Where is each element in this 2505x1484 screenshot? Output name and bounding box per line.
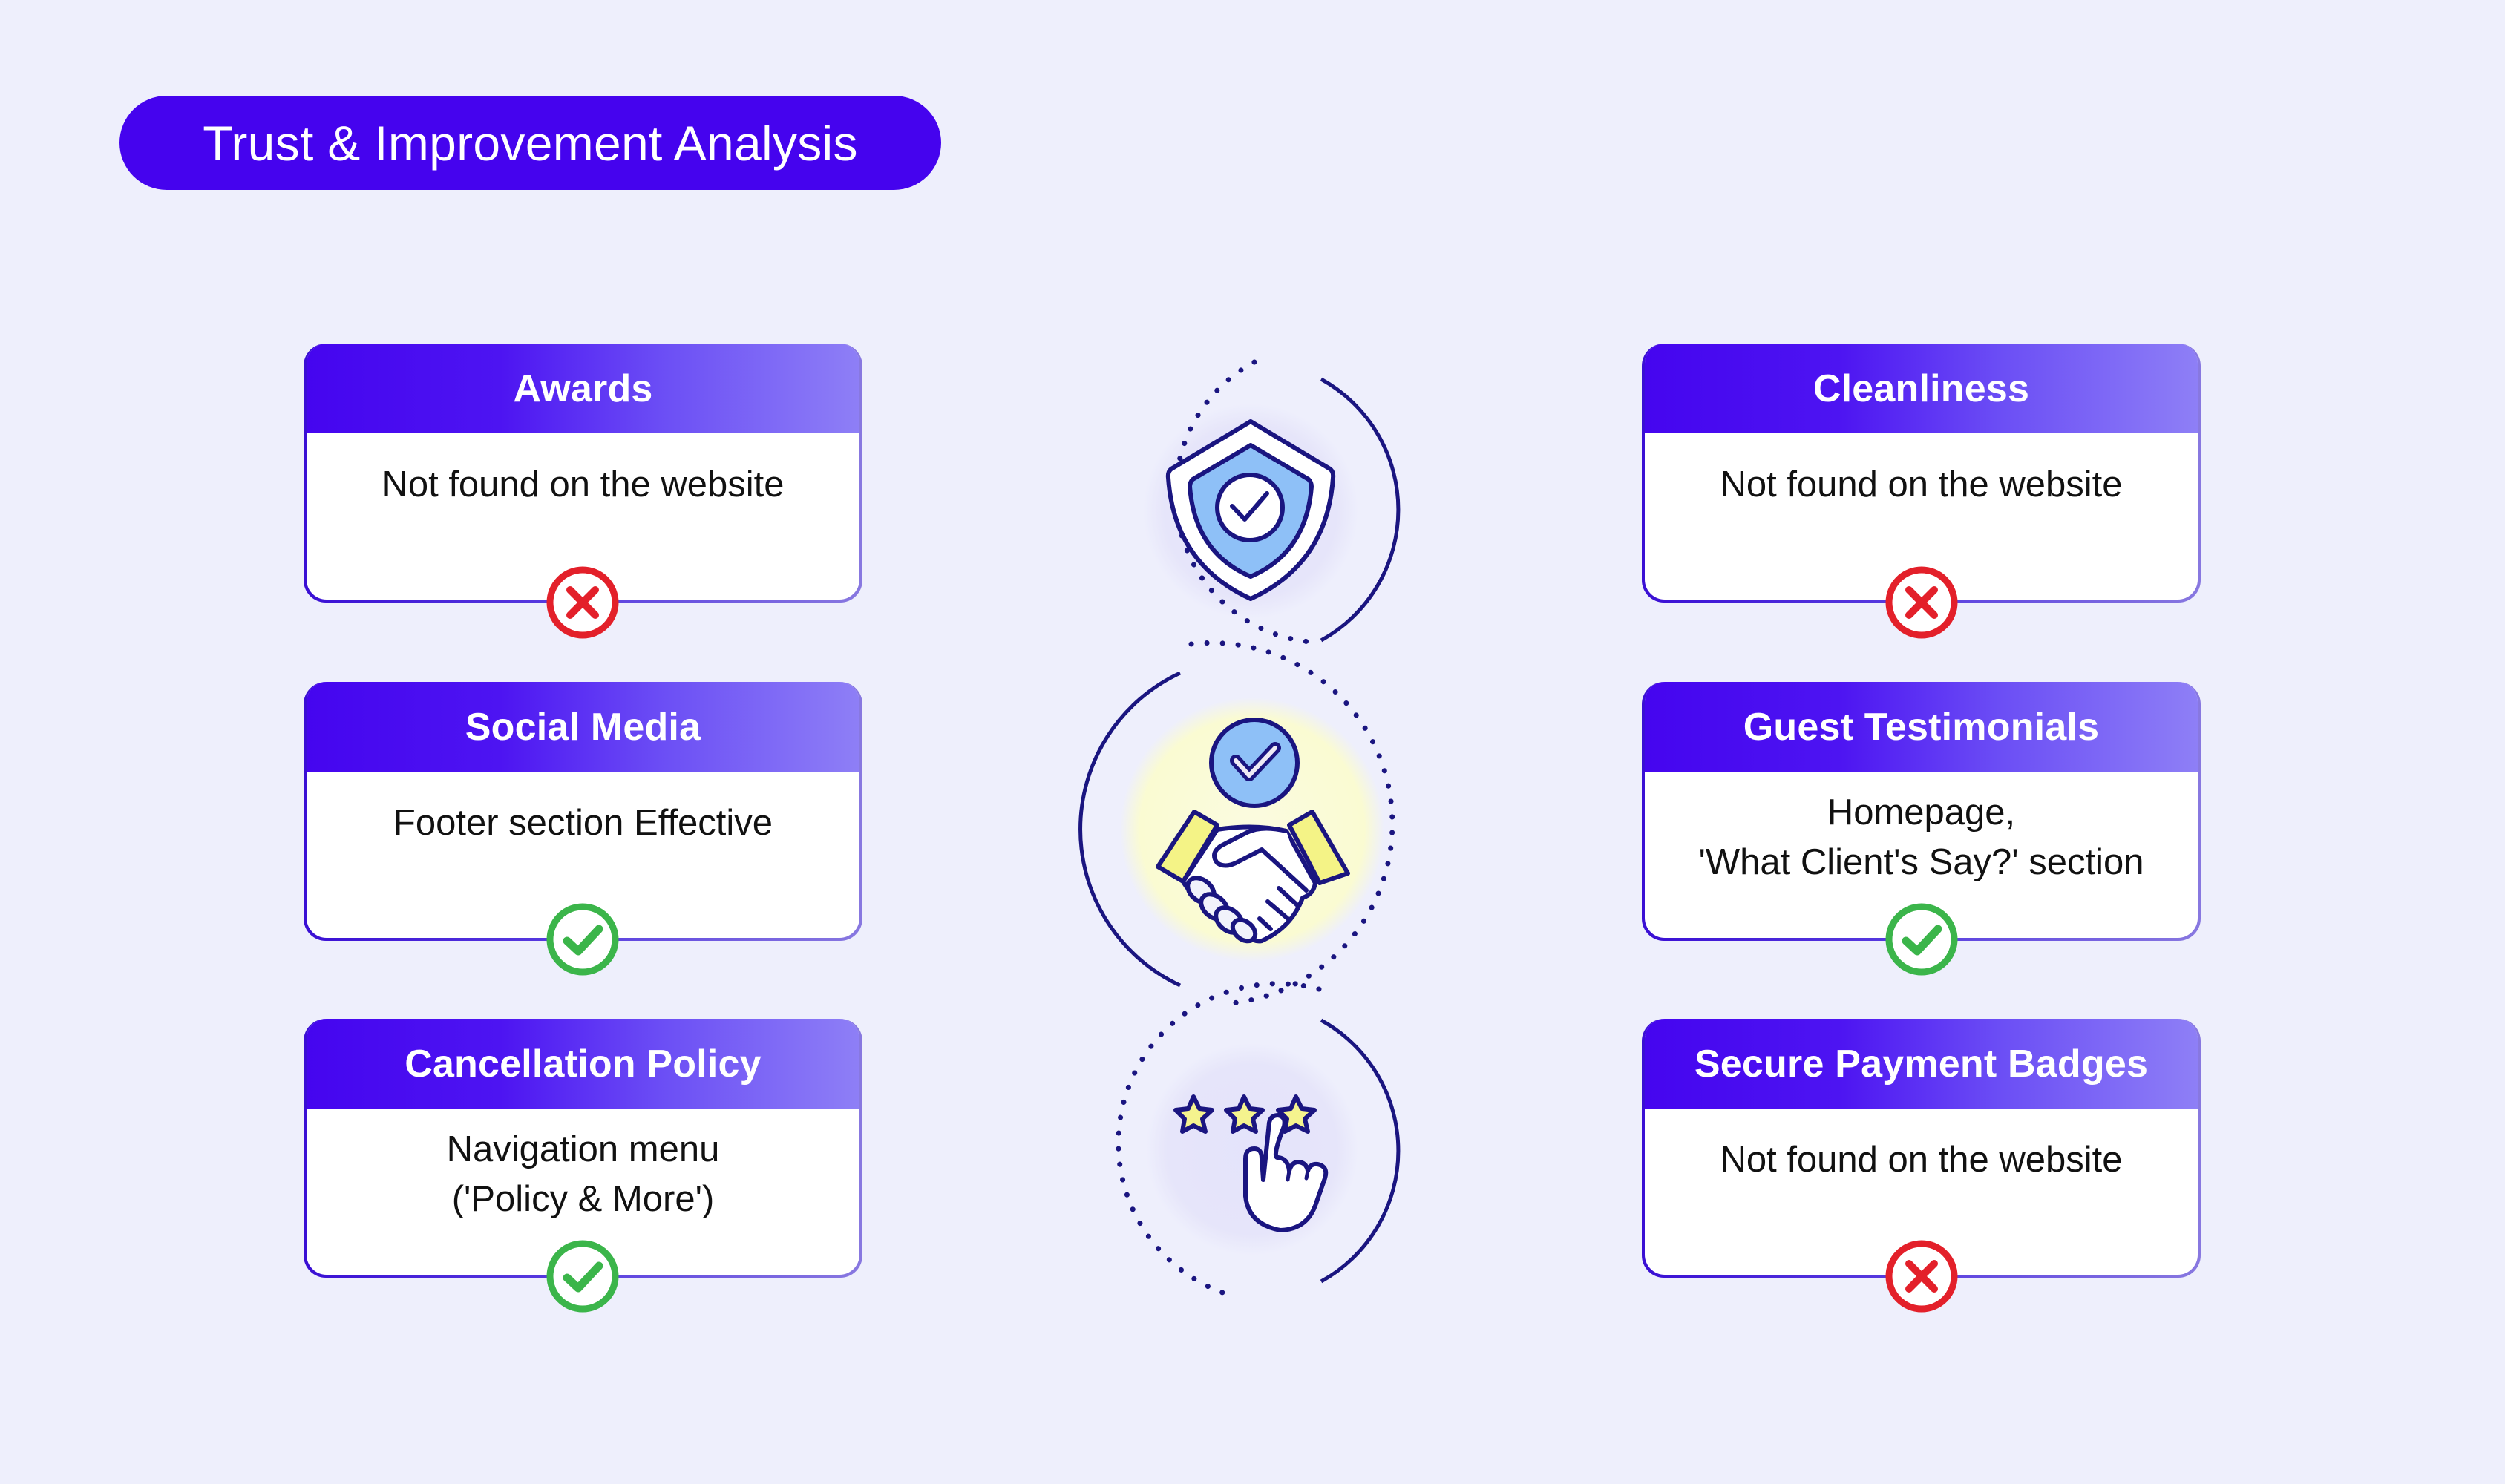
card-description: Not found on the website xyxy=(382,464,785,505)
card-cleanliness: Cleanliness Not found on the website xyxy=(1642,344,2201,603)
check-circle-icon xyxy=(546,1240,619,1313)
card-title: Secure Payment Badges xyxy=(1645,1019,2198,1109)
check-circle-icon xyxy=(546,903,619,976)
card-title: Cleanliness xyxy=(1645,344,2198,433)
card-guest-testimonials: Guest Testimonials Homepage,'What Client… xyxy=(1642,682,2201,941)
card-description: Homepage,'What Client's Say?' section xyxy=(1698,792,2144,882)
star-rating-hand-icon xyxy=(1116,981,1401,1300)
card-social-media: Social Media Footer section Effective xyxy=(304,682,862,941)
card-description: Not found on the website xyxy=(1720,464,2123,505)
x-circle-icon xyxy=(1885,1240,1958,1313)
card-cancellation-policy: Cancellation Policy Navigation menu('Pol… xyxy=(304,1019,862,1278)
card-title: Social Media xyxy=(307,682,859,772)
card-title: Cancellation Policy xyxy=(307,1019,859,1109)
shield-check-icon xyxy=(1143,359,1401,646)
check-circle-icon xyxy=(1885,903,1958,976)
card-description: Navigation menu('Policy & More') xyxy=(446,1129,720,1219)
card-description: Not found on the website xyxy=(1720,1140,2123,1180)
page-title: Trust & Improvement Analysis xyxy=(119,96,941,190)
card-title: Awards xyxy=(307,344,859,433)
handshake-check-icon xyxy=(1078,640,1395,1006)
x-circle-icon xyxy=(546,566,619,639)
card-awards: Awards Not found on the website xyxy=(304,344,862,603)
card-secure-payment-badges: Secure Payment Badges Not found on the w… xyxy=(1642,1019,2201,1278)
card-description: Footer section Effective xyxy=(393,803,773,843)
x-circle-icon xyxy=(1885,566,1958,639)
card-title: Guest Testimonials xyxy=(1645,682,2198,772)
